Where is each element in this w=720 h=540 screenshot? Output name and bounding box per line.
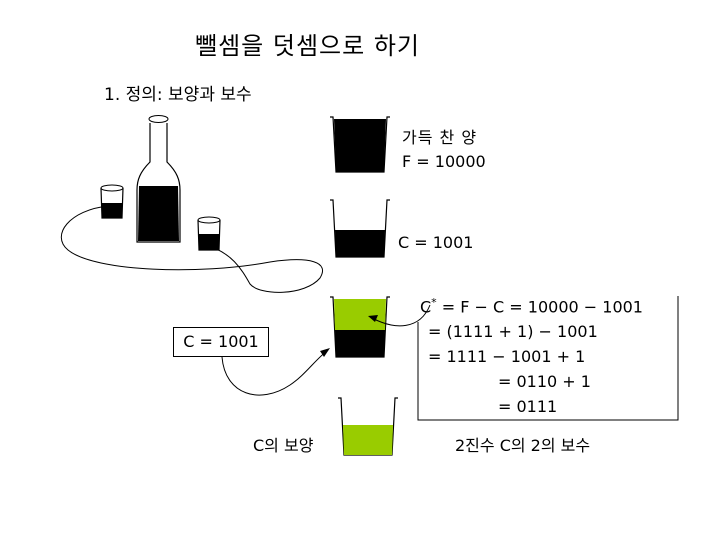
arrowhead-eq <box>368 315 378 322</box>
full-value-label: F = 10000 <box>402 152 486 171</box>
equation-box: C* = F − C = 10000 − 1001 = (1111 + 1) −… <box>416 296 678 420</box>
equation-line-5: = 0111 <box>498 397 558 416</box>
twos-complement-label: 2진수 C의 2의 보수 <box>455 436 591 455</box>
equation-line-2: = (1111 + 1) − 1001 <box>428 322 598 341</box>
c-value-box: C = 1001 <box>173 327 269 357</box>
beaker-complement <box>338 397 398 456</box>
arrow-eq-to-beaker <box>371 304 431 327</box>
small-glass-right <box>197 216 221 251</box>
equation-c: C <box>420 297 432 317</box>
arrow-c-to-beaker <box>221 349 329 396</box>
section-heading: 1. 정의: 보양과 보수 <box>104 85 252 105</box>
equation-line-3: = 1111 − 1001 + 1 <box>428 347 586 366</box>
beaker-c <box>330 199 390 258</box>
c-value-label: C = 1001 <box>398 233 474 252</box>
large-bottle <box>136 115 181 243</box>
beaker-full <box>330 116 390 173</box>
equation-line-1-rest: = F − C = 10000 − 1001 <box>436 297 643 317</box>
equation-line-4: = 0110 + 1 <box>498 372 591 391</box>
complement-label: C의 보양 <box>253 436 314 455</box>
page-title: 뺄셈을 덧셈으로 하기 <box>195 32 420 60</box>
full-amount-label: 가득 찬 양 <box>402 128 478 147</box>
equation-star: * <box>431 296 437 309</box>
equation-box-border <box>417 296 679 421</box>
beaker-stacked <box>330 296 390 358</box>
connector-loop <box>61 205 323 293</box>
arrowhead-c <box>320 348 330 357</box>
equation-line-1: C* = F − C = 10000 − 1001 <box>420 296 643 316</box>
small-glass-left <box>100 184 124 219</box>
